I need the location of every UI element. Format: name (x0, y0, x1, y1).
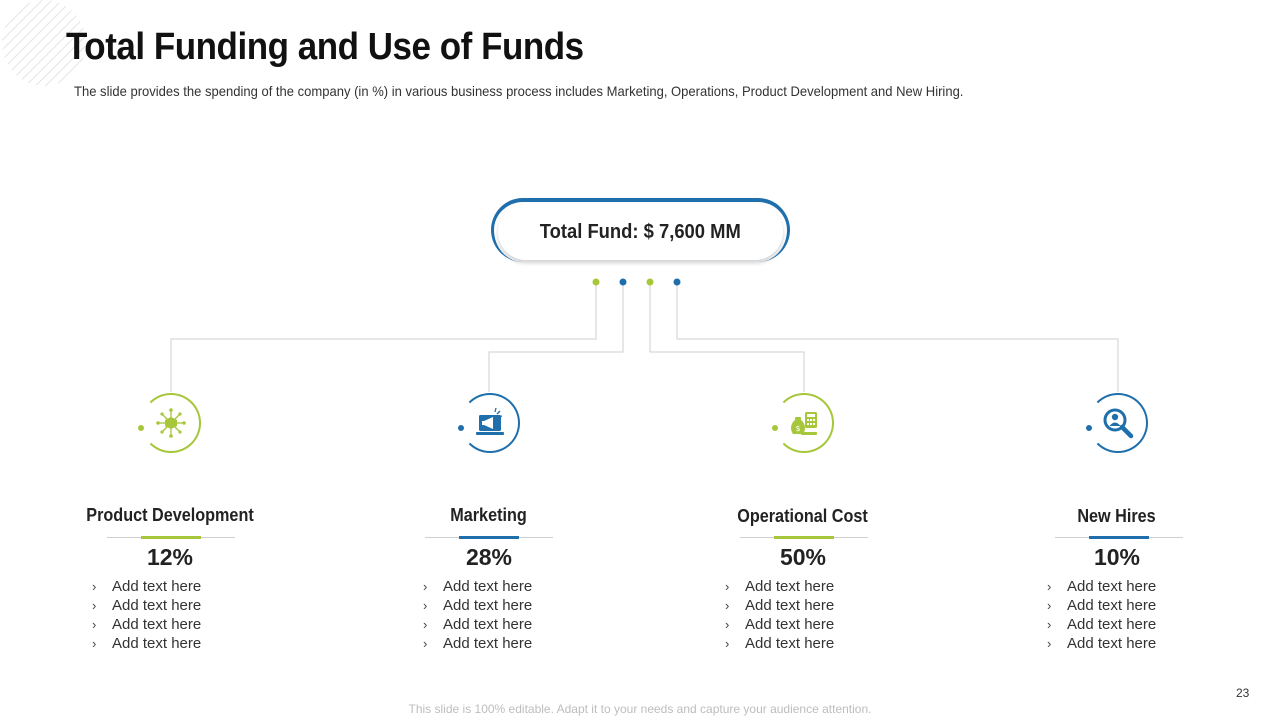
category-percent-operational-cost: 50% (779, 544, 827, 570)
slide-subtitle: The slide provides the spending of the c… (74, 83, 964, 99)
list-item: ›Add text here (1047, 635, 1157, 652)
list-item: ›Add text here (725, 578, 835, 595)
bullet-list-operational-cost: ›Add text here ›Add text here ›Add text … (725, 577, 905, 653)
network-cube-icon (156, 408, 186, 438)
connector-product-development (170, 282, 597, 392)
total-fund-pill: Total Fund: $ 7,600 MM (498, 204, 783, 260)
list-item: ›Add text here (92, 635, 202, 652)
chevron-right-icon: › (1047, 598, 1052, 613)
chevron-right-icon: › (423, 636, 428, 651)
chevron-right-icon: › (92, 579, 97, 594)
bullet-list-product-development: ›Add text here ›Add text here ›Add text … (92, 577, 272, 653)
svg-text:$: $ (795, 424, 800, 433)
category-percent-product-development: 12% (146, 544, 194, 570)
list-item: ›Add text here (92, 578, 202, 595)
icon-dot (772, 425, 778, 431)
chevron-right-icon: › (1047, 617, 1052, 632)
connector-dot (673, 278, 681, 286)
money-bag-calculator-icon: $ (791, 412, 817, 435)
list-item: ›Add text here (92, 597, 202, 614)
category-percent-marketing: 28% (465, 544, 513, 570)
connector-dot (592, 278, 600, 286)
connector-operational-cost (649, 282, 805, 392)
category-divider (740, 536, 868, 539)
list-item: ›Add text here (423, 635, 533, 652)
total-fund-label: Total Fund: $ 7,600 MM (539, 220, 742, 243)
operational-cost-icon-circle: $ (774, 393, 834, 453)
bullet-list-marketing: ›Add text here ›Add text here ›Add text … (423, 577, 603, 653)
list-item: ›Add text here (423, 597, 533, 614)
chevron-right-icon: › (725, 617, 730, 632)
chevron-right-icon: › (423, 617, 428, 632)
new-hires-icon-circle (1088, 393, 1148, 453)
category-title-product-development: Product Development (86, 505, 254, 525)
category-percent-new-hires: 10% (1093, 544, 1141, 570)
chevron-right-icon: › (423, 598, 428, 613)
chevron-right-icon: › (92, 636, 97, 651)
icon-dot (1086, 425, 1092, 431)
chevron-right-icon: › (1047, 579, 1052, 594)
chevron-right-icon: › (92, 598, 97, 613)
chevron-right-icon: › (92, 617, 97, 632)
chevron-right-icon: › (725, 579, 730, 594)
page-number: 23 (1236, 686, 1250, 700)
chevron-right-icon: › (423, 579, 428, 594)
icon-dot (458, 425, 464, 431)
chevron-right-icon: › (1047, 636, 1052, 651)
connector-marketing (488, 282, 624, 392)
category-title-marketing: Marketing (450, 505, 528, 525)
footer-note: This slide is 100% editable. Adapt it to… (408, 702, 872, 716)
category-divider (425, 536, 553, 539)
connector-new-hires (676, 282, 1119, 392)
list-item: ›Add text here (725, 616, 835, 633)
chevron-right-icon: › (725, 598, 730, 613)
megaphone-laptop-icon (476, 407, 504, 435)
category-title-new-hires: New Hires (1077, 506, 1157, 526)
list-item: ›Add text here (423, 578, 533, 595)
category-title-operational-cost: Operational Cost (737, 506, 869, 526)
connector-dot (646, 278, 654, 286)
list-item: ›Add text here (725, 597, 835, 614)
list-item: ›Add text here (725, 635, 835, 652)
icon-dot (138, 425, 144, 431)
product-development-icon-circle (141, 393, 201, 453)
connector-dot (619, 278, 627, 286)
marketing-icon-circle (460, 393, 520, 453)
decorative-striped-circle (2, 0, 86, 86)
list-item: ›Add text here (1047, 578, 1157, 595)
person-search-icon (1103, 408, 1134, 439)
list-item: ›Add text here (423, 616, 533, 633)
list-item: ›Add text here (1047, 597, 1157, 614)
category-divider (107, 536, 235, 539)
list-item: ›Add text here (1047, 616, 1157, 633)
chevron-right-icon: › (725, 636, 730, 651)
slide-title: Total Funding and Use of Funds (66, 26, 584, 68)
category-divider (1055, 536, 1183, 539)
list-item: ›Add text here (92, 616, 202, 633)
bullet-list-new-hires: ›Add text here ›Add text here ›Add text … (1047, 577, 1227, 653)
